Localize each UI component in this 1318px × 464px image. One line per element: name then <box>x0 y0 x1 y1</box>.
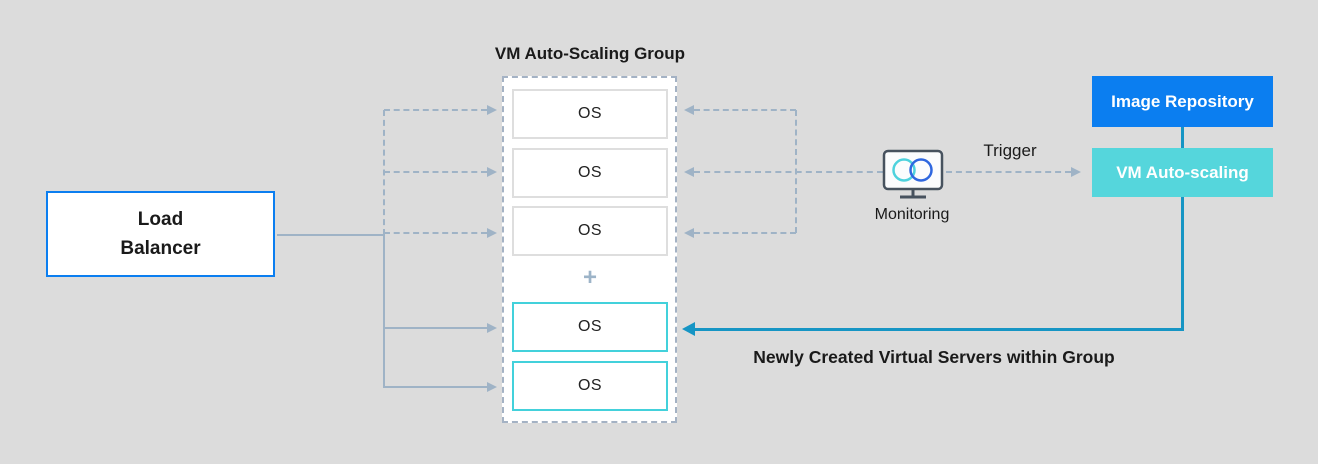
os-server-box: OS <box>512 206 668 256</box>
arrow-right-icon <box>1071 167 1081 177</box>
monitoring-to-os1-dashed-line <box>694 109 796 111</box>
scaling-down-line <box>1181 197 1184 331</box>
lb-to-os2-dashed-line <box>384 171 487 173</box>
load-balancer-box: Load Balancer <box>46 191 275 277</box>
group-title: VM Auto-Scaling Group <box>494 44 686 63</box>
arrow-right-icon <box>487 323 497 333</box>
trigger-label: Trigger <box>983 141 1037 160</box>
lb-to-os1-dashed-line <box>384 109 487 111</box>
arrow-right-icon <box>487 167 497 177</box>
os-server-box: OS <box>512 89 668 139</box>
monitoring-to-os2-dashed-line <box>694 171 883 173</box>
arrow-left-icon <box>684 228 694 238</box>
lb-out-line <box>277 234 384 236</box>
lb-branch-solid-vertical <box>383 234 385 388</box>
os-server-box-new: OS <box>512 302 668 352</box>
vm-auto-scaling-box: VM Auto-scaling <box>1092 148 1273 197</box>
os-server-box-new: OS <box>512 361 668 411</box>
os-server-box: OS <box>512 148 668 198</box>
monitoring-label: Monitoring <box>874 206 950 223</box>
teal-arrow-left-icon <box>682 322 695 336</box>
repo-to-scaling-line <box>1181 127 1184 148</box>
plus-icon: + <box>582 264 597 291</box>
lb-to-os5-solid-line <box>384 386 487 388</box>
scaling-to-new-server-line <box>694 328 1184 331</box>
arrow-right-icon <box>487 382 497 392</box>
monitoring-to-os3-dashed-line <box>694 232 796 234</box>
trigger-dashed-line <box>946 171 1071 173</box>
lb-to-os3-dashed-line <box>384 232 487 234</box>
image-repository-box: Image Repository <box>1092 76 1273 127</box>
arrow-right-icon <box>487 228 497 238</box>
arrow-left-icon <box>684 167 694 177</box>
monitoring-monitor-icon <box>882 149 944 199</box>
arrow-left-icon <box>684 105 694 115</box>
lb-to-os4-solid-line <box>384 327 487 329</box>
arrow-right-icon <box>487 105 497 115</box>
new-servers-annotation: Newly Created Virtual Servers within Gro… <box>753 347 1115 367</box>
